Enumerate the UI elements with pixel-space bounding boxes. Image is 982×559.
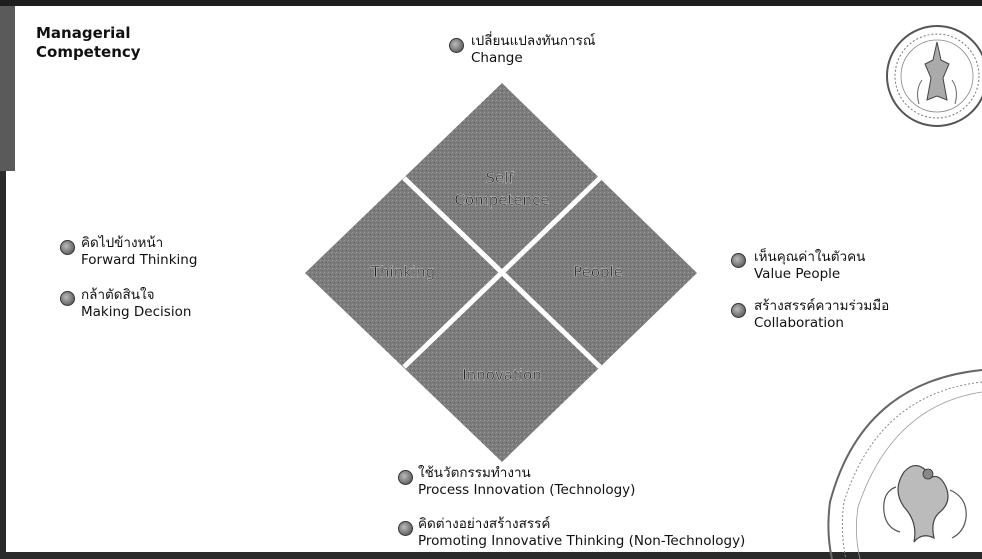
label-collaboration: สร้างสรรค์ความร่วมมือ Collaboration	[754, 298, 889, 332]
bullet-icon	[449, 38, 464, 53]
label-making-decision: กล้าตัดสินใจ Making Decision	[81, 287, 191, 321]
page-title: Managerial Competency	[36, 24, 141, 62]
label-change-thai: เปลี่ยนแปลงทันการณ์	[471, 33, 596, 49]
quadrant-self-line1: Self	[486, 169, 515, 187]
label-forward-thai: คิดไปข้างหน้า	[81, 235, 164, 251]
label-process-thai: ใช้นวัตกรรมทำงาน	[418, 465, 531, 481]
title-line-1: Managerial	[36, 24, 131, 42]
label-forward-english: Forward Thinking	[81, 252, 198, 268]
bottom-frame-border	[0, 552, 982, 559]
bullet-icon	[398, 521, 413, 536]
label-decision-thai: กล้าตัดสินใจ	[81, 287, 155, 303]
label-forward-thinking: คิดไปข้างหน้า Forward Thinking	[81, 235, 197, 269]
left-frame-border	[0, 6, 15, 171]
left-frame-border-lower	[0, 171, 6, 559]
title-line-2: Competency	[36, 43, 141, 61]
label-decision-english: Making Decision	[81, 304, 192, 320]
garuda-emblem-icon	[827, 369, 982, 559]
quadrant-self-line2: Competence	[454, 191, 549, 209]
label-value-english: Value People	[754, 266, 841, 282]
label-change-english: Change	[471, 50, 523, 66]
divider-ne-sw	[402, 176, 602, 369]
label-value-thai: เห็นคุณค่าในตัวคน	[754, 249, 866, 265]
quadrant-people: People	[573, 263, 623, 281]
label-collab-english: Collaboration	[754, 315, 844, 331]
bullet-icon	[60, 291, 75, 306]
bullet-icon	[731, 303, 746, 318]
label-collab-thai: สร้างสรรค์ความร่วมมือ	[754, 298, 890, 314]
label-value-people: เห็นคุณค่าในตัวคน Value People	[754, 249, 865, 283]
quadrant-innovation: Innovation	[462, 366, 541, 384]
label-promoting-innovative: คิดต่างอย่างสร้างสรรค์ Promoting Innovat…	[418, 516, 745, 550]
quadrant-thinking: Thinking	[370, 263, 435, 281]
quadrant-self-competence: Self Competence	[454, 169, 549, 209]
label-promote-thai: คิดต่างอย่างสร้างสรรค์	[418, 516, 551, 532]
label-change: เปลี่ยนแปลงทันการณ์ Change	[471, 33, 595, 67]
label-process-english: Process Innovation (Technology)	[418, 482, 636, 498]
bullet-icon	[398, 470, 413, 485]
top-frame-border	[0, 0, 982, 6]
seal-emblem-icon	[886, 25, 982, 127]
label-process-innovation: ใช้นวัตกรรมทำงาน Process Innovation (Tec…	[418, 465, 635, 499]
bullet-icon	[731, 253, 746, 268]
label-promote-english: Promoting Innovative Thinking (Non-Techn…	[418, 533, 746, 549]
bullet-icon	[60, 240, 75, 255]
